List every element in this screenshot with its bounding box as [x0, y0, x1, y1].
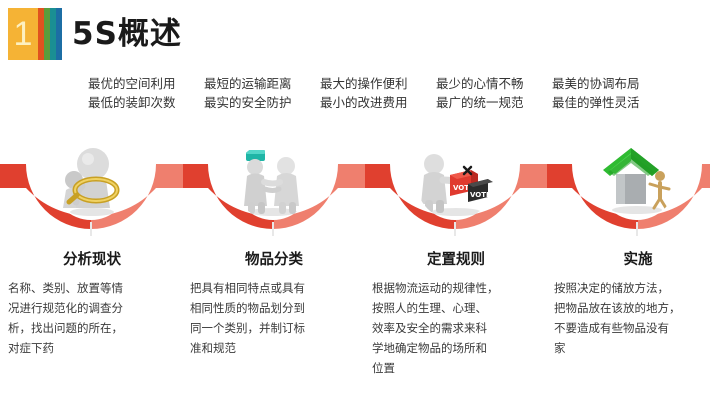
step-body-1: 名称、类别、放置等情 况进行规范化的调查分 析，找出问题的所在， 对症下药 [8, 278, 176, 358]
step-icon-2 [234, 142, 312, 220]
step-body-line: 把具有相同特点或具有 [190, 281, 305, 295]
step-title-2: 物品分类 [245, 252, 303, 268]
step-body-4: 按照决定的储放方法， 把物品放在该放的地方， 不要造成有些物品没有 家 [554, 278, 710, 358]
benefit-column-4: 最少的心情不畅 最广的统一规范 [436, 74, 552, 112]
step-body-2: 把具有相同特点或具有 相同性质的物品划分到 同一个类别，并制订标 准和规范 [190, 278, 358, 358]
step-body-line: 同一个类别，并制订标 [190, 321, 305, 335]
svg-text:VOTE: VOTE [453, 184, 474, 192]
process-wave-graphic [0, 126, 710, 236]
step-body-line: 效率及安全的需求来科 [372, 321, 487, 335]
benefit-list: 最优的空间利用 最低的装卸次数 最短的运输距离 最实的安全防护 最大的操作便利 … [88, 74, 668, 112]
step-icon-4 [598, 142, 676, 220]
step-body-line: 学地确定物品的场所和 [372, 341, 487, 355]
step-body-line: 按照人的生理、心理、 [372, 301, 487, 315]
step-body-line: 按照决定的储放方法， [554, 281, 669, 295]
benefit-line: 最优的空间利用 [88, 76, 176, 91]
step-icon-1 [52, 142, 130, 220]
accent-bar-teal [50, 8, 56, 60]
step-body-line: 不要造成有些物品没有 [554, 321, 669, 335]
green-house-figure-icon [603, 148, 671, 214]
benefit-column-2: 最短的运输距离 最实的安全防护 [204, 74, 320, 112]
benefit-column-3: 最大的操作便利 最小的改进费用 [320, 74, 436, 112]
step-body-line: 析，找出问题的所在， [8, 321, 123, 335]
accent-bar-blue [56, 8, 62, 60]
step-title-3: 定置规则 [427, 252, 485, 268]
vote-boxes-figure-icon: VOTE VOTE [421, 154, 493, 216]
benefit-line: 最低的装卸次数 [88, 95, 176, 110]
step-body-line: 况进行规范化的调查分 [8, 301, 123, 315]
benefit-line: 最美的协调布局 [552, 76, 640, 91]
svg-text:VOTE: VOTE [470, 191, 491, 199]
benefit-line: 最佳的弹性灵活 [552, 95, 640, 110]
page-title: 5S概述 [72, 16, 182, 52]
step-body-line: 家 [554, 341, 566, 355]
step-body-line: 对症下药 [8, 341, 54, 355]
step-icon-3: VOTE VOTE [416, 142, 494, 220]
benefit-line: 最广的统一规范 [436, 95, 524, 110]
slide-header: 1 5S概述 [0, 0, 710, 66]
section-number-badge: 1 [8, 8, 62, 60]
benefit-line: 最短的运输距离 [204, 76, 292, 91]
step-caption-3: 定置规则 根据物流运动的规律性， 按照人的生理、心理、 效率及安全的需求来科 学… [372, 248, 540, 378]
step-body-line: 根据物流运动的规律性， [372, 281, 499, 295]
step-body-line: 位置 [372, 361, 395, 375]
step-body-line: 名称、类别、放置等情 [8, 281, 123, 295]
magnifier-figure-icon [63, 148, 120, 216]
step-caption-4: 实施 按照决定的储放方法， 把物品放在该放的地方， 不要造成有些物品没有 家 [554, 248, 710, 358]
step-title-4: 实施 [623, 252, 653, 268]
section-number: 1 [8, 8, 38, 60]
benefit-line: 最少的心情不畅 [436, 76, 524, 91]
benefit-column-1: 最优的空间利用 最低的装卸次数 [88, 74, 204, 112]
benefit-line: 最小的改进费用 [320, 95, 408, 110]
step-caption-1: 分析现状 名称、类别、放置等情 况进行规范化的调查分 析，找出问题的所在， 对症… [8, 248, 176, 358]
step-body-line: 准和规范 [190, 341, 236, 355]
benefit-line: 最大的操作便利 [320, 76, 408, 91]
wave-trough-ticks [90, 222, 638, 236]
step-caption-2: 物品分类 把具有相同特点或具有 相同性质的物品划分到 同一个类别，并制订标 准和… [190, 248, 358, 358]
step-body-3: 根据物流运动的规律性， 按照人的生理、心理、 效率及安全的需求来科 学地确定物品… [372, 278, 540, 378]
accent-bar-red [38, 8, 44, 60]
step-body-line: 把物品放在该放的地方， [554, 301, 681, 315]
two-figures-handshake-icon [244, 150, 299, 216]
step-title-1: 分析现状 [63, 252, 121, 268]
accent-bar-green [44, 8, 50, 60]
benefit-line: 最实的安全防护 [204, 95, 292, 110]
benefit-column-5: 最美的协调布局 最佳的弹性灵活 [552, 74, 668, 112]
step-body-line: 相同性质的物品划分到 [190, 301, 305, 315]
